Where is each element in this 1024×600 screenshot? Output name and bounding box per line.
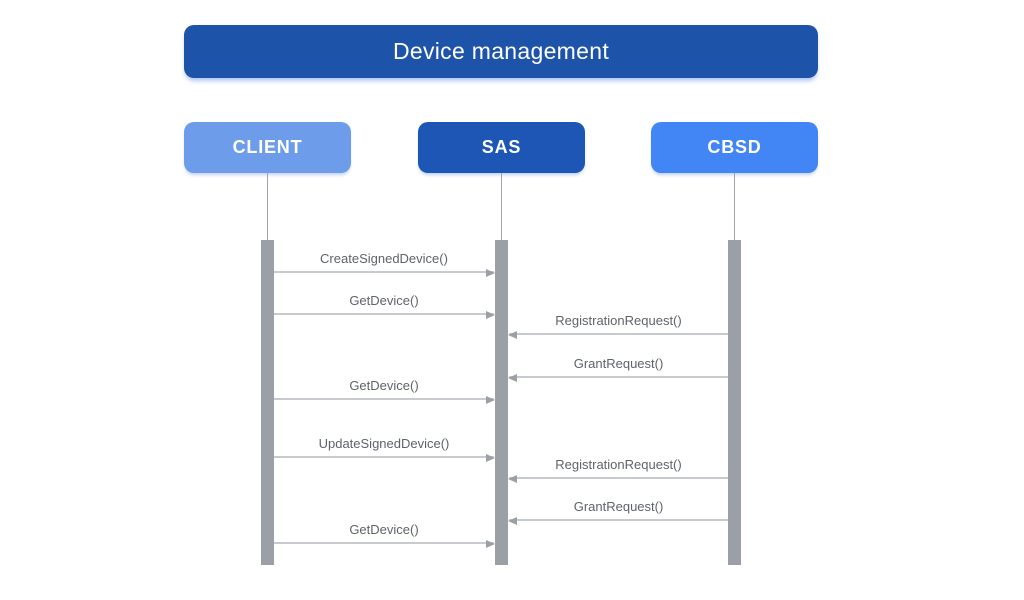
diagram-title-banner: Device management	[184, 25, 818, 78]
message-label: GetDevice()	[349, 378, 419, 393]
message-label: GrantRequest()	[573, 499, 664, 514]
message-get-device-3: GetDevice()	[274, 516, 495, 548]
actor-cbsd: CBSD	[651, 122, 818, 173]
arrow-right-icon	[486, 540, 495, 548]
message-label: GrantRequest()	[573, 356, 664, 371]
message-update-signed-device: UpdateSignedDevice()	[274, 430, 495, 462]
actor-cbsd-label: CBSD	[707, 137, 762, 157]
arrow-left-icon	[508, 374, 517, 382]
arrow-left-icon	[508, 331, 517, 339]
message-grant-request-1: GrantRequest()	[508, 350, 728, 382]
activation-bar-client	[261, 240, 274, 565]
actor-sas: SAS	[418, 122, 585, 173]
message-create-signed-device: CreateSignedDevice()	[274, 245, 495, 277]
lifeline-client	[267, 173, 268, 240]
lifeline-cbsd	[734, 173, 735, 240]
activation-bar-cbsd	[728, 240, 741, 565]
message-registration-request-2: RegistrationRequest()	[508, 451, 728, 483]
arrow-left-icon	[508, 475, 517, 483]
arrow-left-icon	[508, 517, 517, 525]
message-get-device-2: GetDevice()	[274, 372, 495, 404]
message-get-device-1: GetDevice()	[274, 287, 495, 319]
arrow-right-icon	[486, 396, 495, 404]
message-grant-request-2: GrantRequest()	[508, 493, 728, 525]
actor-client-label: CLIENT	[232, 137, 303, 157]
arrow-right-icon	[486, 269, 495, 277]
arrow-right-icon	[486, 454, 495, 462]
message-label: GetDevice()	[349, 522, 419, 537]
lifeline-sas	[501, 173, 502, 240]
activation-bar-sas	[495, 240, 508, 565]
actor-sas-label: SAS	[481, 137, 522, 157]
message-label: CreateSignedDevice()	[320, 251, 448, 266]
message-label: RegistrationRequest()	[555, 313, 682, 328]
message-label: GetDevice()	[349, 293, 419, 308]
message-label: RegistrationRequest()	[555, 457, 682, 472]
arrow-right-icon	[486, 311, 495, 319]
actor-client: CLIENT	[184, 122, 351, 173]
message-label: UpdateSignedDevice()	[318, 436, 450, 451]
message-registration-request-1: RegistrationRequest()	[508, 307, 728, 339]
diagram-title: Device management	[392, 38, 610, 64]
